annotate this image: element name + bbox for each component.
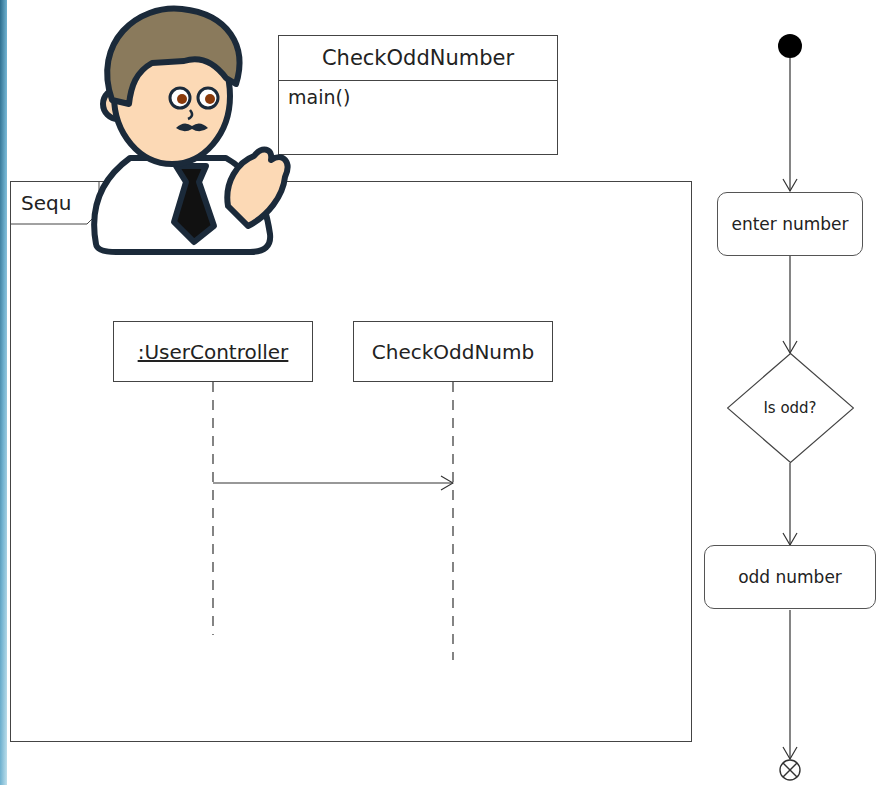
node-label: Sequ xyxy=(11,182,99,224)
lifeline-head: CheckOddNumb xyxy=(353,321,553,382)
action-box: enter number xyxy=(717,192,863,256)
flow-arrow xyxy=(789,58,790,191)
flow-arrow xyxy=(789,463,790,545)
class-name: CheckOddNumber xyxy=(279,36,557,81)
lifeline xyxy=(212,382,213,635)
cartoon-man xyxy=(0,0,300,262)
flow-arrow xyxy=(789,256,790,353)
edge-strip xyxy=(0,0,7,785)
flow-arrow xyxy=(789,610,790,759)
lifeline xyxy=(452,382,453,660)
node-label: enter number xyxy=(731,214,848,234)
node-label: Is odd? xyxy=(763,399,816,417)
method-name: main() xyxy=(279,81,557,113)
decision-diamond: Is odd? xyxy=(727,353,854,463)
sequence-frame: Sequ :UserController CheckOddNumb xyxy=(10,181,692,742)
class-box: CheckOddNumbermain() xyxy=(278,35,558,155)
node-label: CheckOddNumb xyxy=(372,340,534,364)
lifeline-head: :UserController xyxy=(113,321,313,382)
node-label: odd number xyxy=(738,567,842,587)
initial-node xyxy=(778,34,802,58)
action-box: odd number xyxy=(704,545,876,609)
node-label: :UserController xyxy=(138,340,289,364)
final-node xyxy=(780,760,800,780)
message-arrow xyxy=(213,482,453,483)
